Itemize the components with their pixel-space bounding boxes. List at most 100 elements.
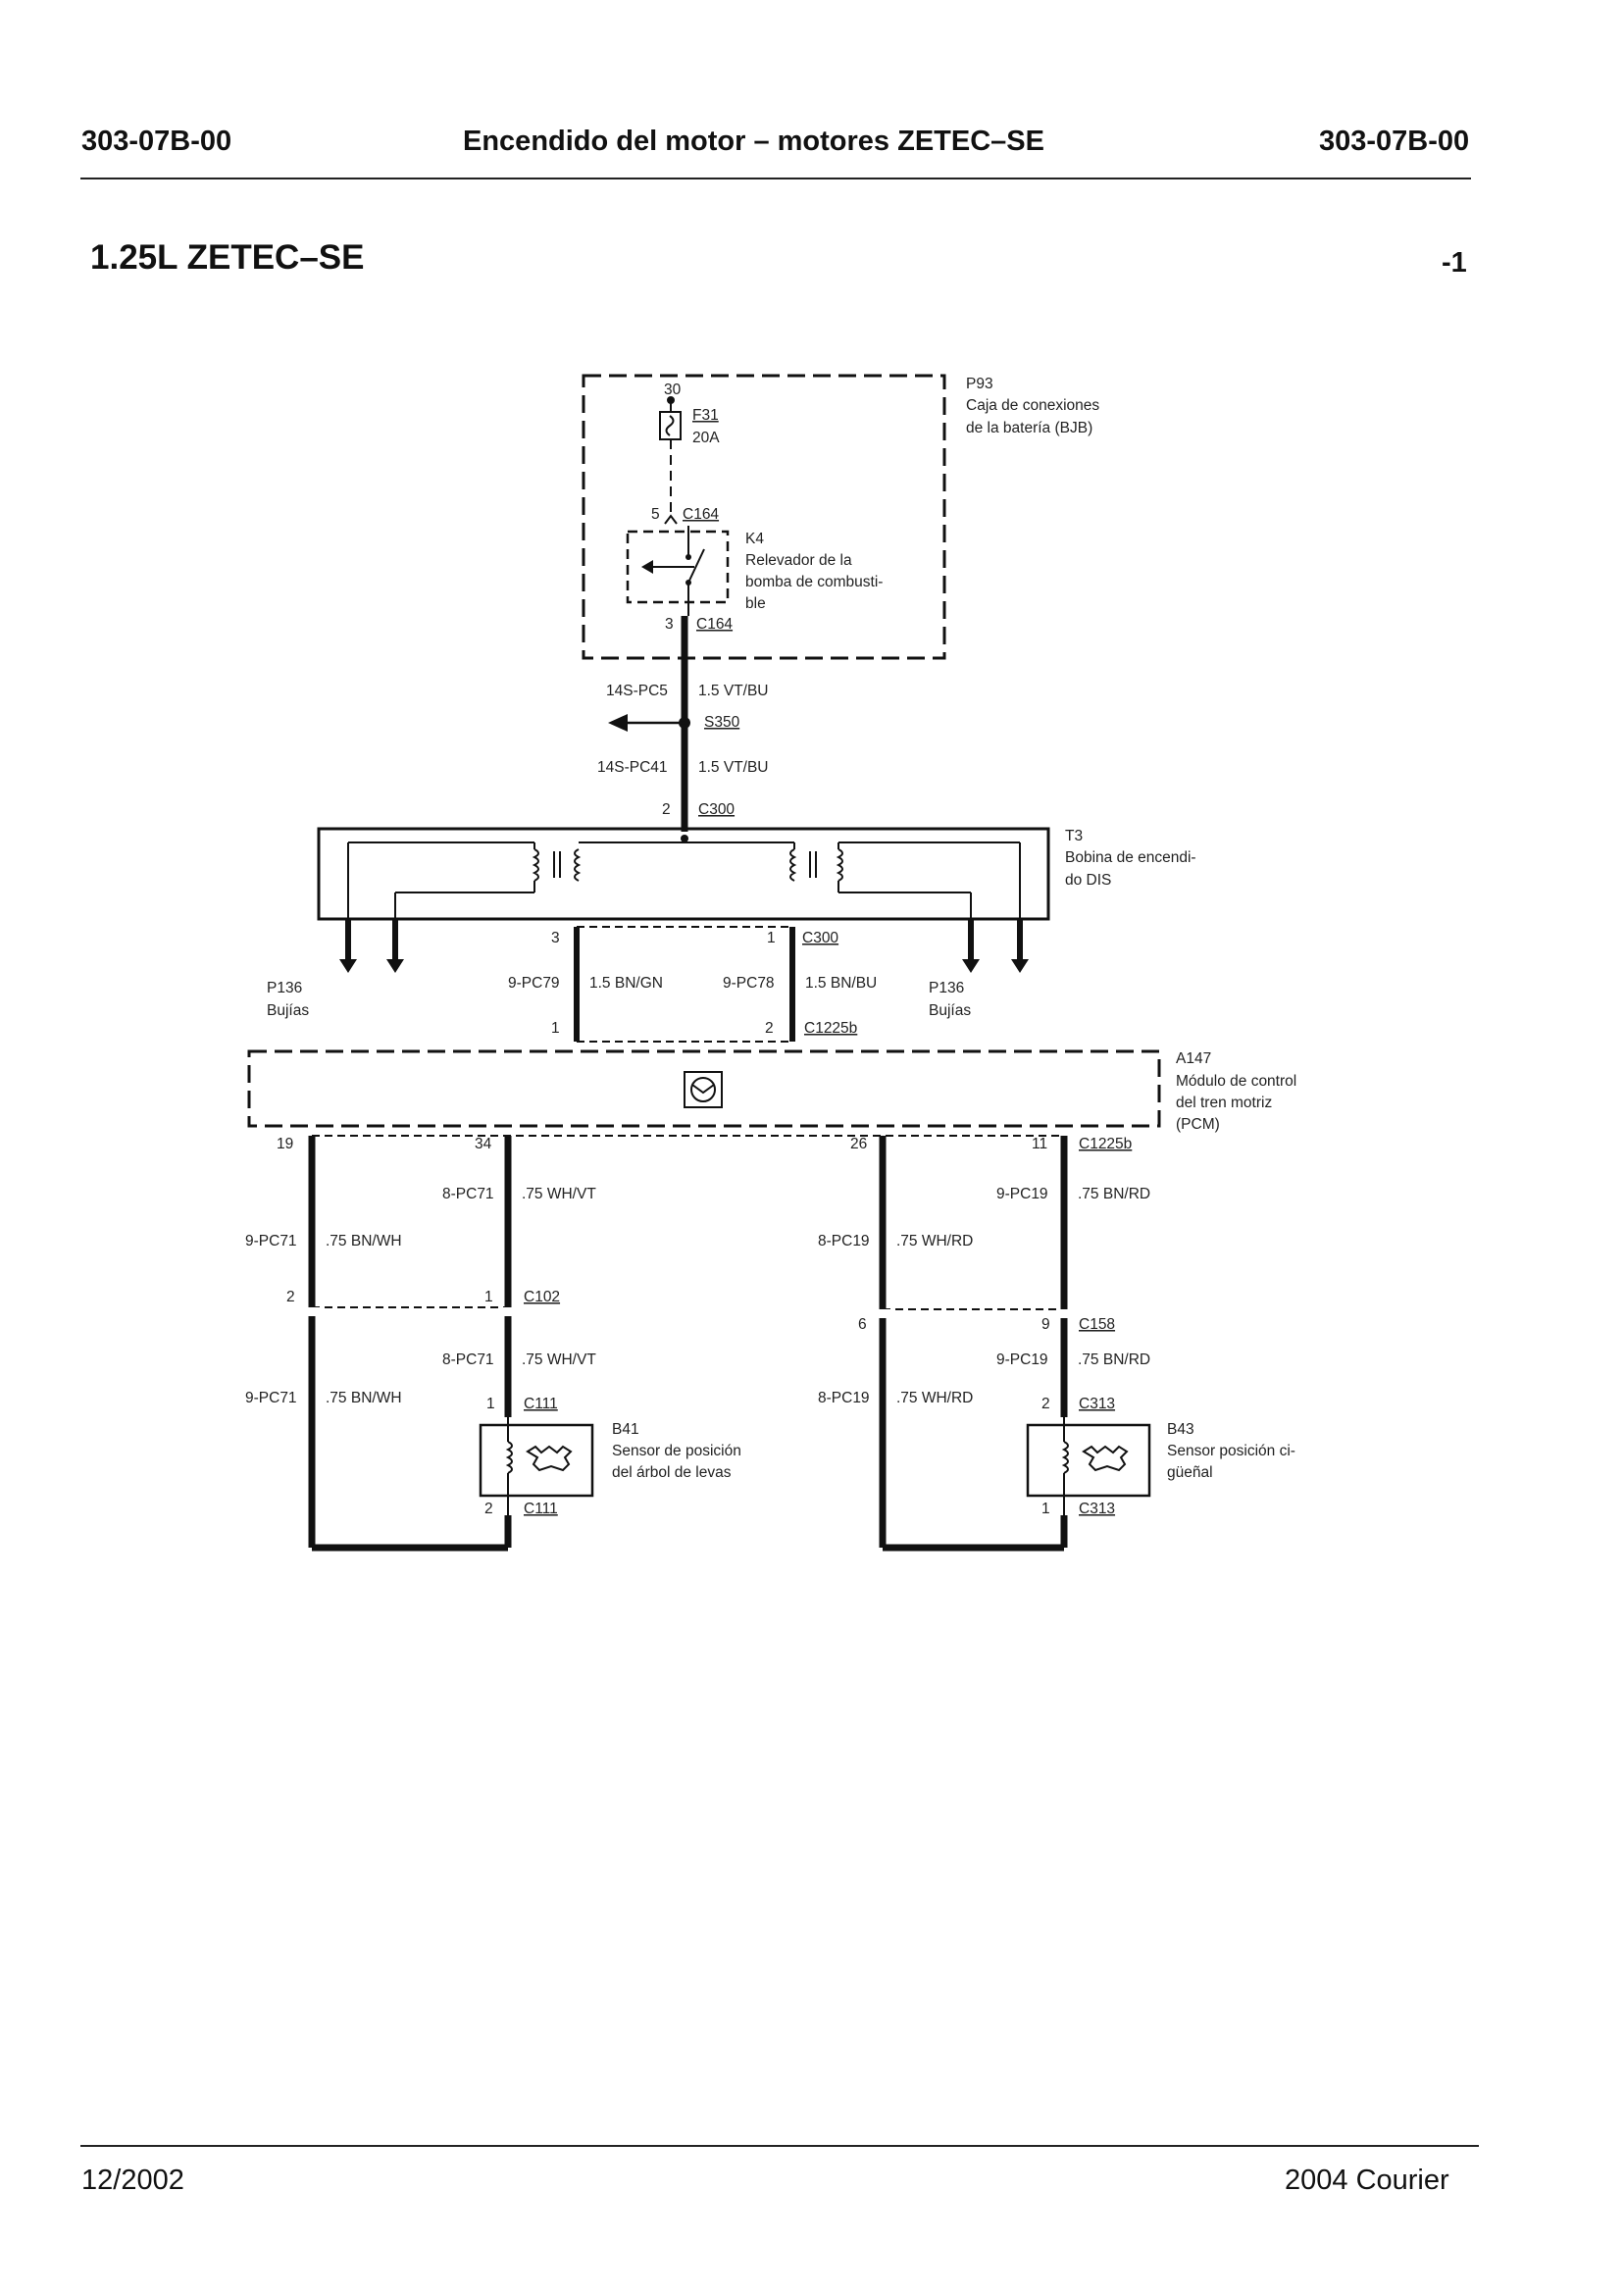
c158-pin-6: 6 (858, 1316, 867, 1333)
relay-label-1: Relevador de la (745, 552, 852, 569)
c111-bottom: C111 (524, 1501, 558, 1517)
pcm-conn-bottom: C1225b (1079, 1136, 1132, 1152)
crank-sensor-ref: B43 (1167, 1421, 1194, 1438)
splice-label: S350 (704, 714, 740, 731)
wire-9-pc78-spec: 1.5 BN/BU (805, 975, 877, 992)
c158-pin-9: 9 (1041, 1316, 1050, 1333)
bjb-pin-30: 30 (664, 382, 682, 398)
c102-label: C102 (524, 1289, 560, 1305)
coil-pin-3: 3 (551, 930, 560, 946)
pcm-pin-2: 2 (765, 1020, 774, 1037)
plugs-left-ref: P136 (267, 980, 302, 996)
relay-pin-5: 5 (651, 506, 660, 523)
crank-sensor-label-1: Sensor posición ci- (1167, 1443, 1295, 1459)
spark-plug-arrows-right-icon (962, 919, 1029, 973)
c313-bottom: C313 (1079, 1501, 1115, 1517)
c102-pin-1: 1 (484, 1289, 493, 1305)
bjb-label-1: Caja de conexiones (966, 397, 1099, 414)
c158-label: C158 (1079, 1316, 1115, 1333)
coil-ref: T3 (1065, 828, 1083, 844)
wire-9-pc71-spec-b: .75 BN/WH (326, 1390, 402, 1406)
c111-pin-2: 2 (484, 1501, 493, 1517)
wire-8-pc19-spec: .75 WH/RD (896, 1233, 973, 1249)
c102-pin-2: 2 (286, 1289, 295, 1305)
cam-sensor-icon (505, 1417, 573, 1515)
pcm-label-3: (PCM) (1176, 1116, 1220, 1133)
coil-winding-left-icon (394, 842, 582, 927)
pcm-ref: A147 (1176, 1050, 1211, 1067)
wire-supply-circuit-2: 14S-PC41 (597, 759, 668, 776)
relay-ref: K4 (745, 531, 764, 547)
wire-8-pc19-spec-b: .75 WH/RD (896, 1390, 973, 1406)
crank-sensor-icon (1061, 1417, 1129, 1515)
pcm-pin-11: 11 (1032, 1136, 1047, 1152)
coil-conn-top: C300 (698, 801, 735, 818)
header-code-left: 303-07B-00 (81, 126, 232, 157)
pcm-module-icon (684, 1071, 723, 1108)
section-title: 1.25L ZETEC–SE (90, 238, 365, 277)
wire-9-pc19-spec: .75 BN/RD (1078, 1186, 1150, 1202)
coil-pin-1: 1 (767, 930, 776, 946)
fuse-rating: 20A (692, 430, 720, 446)
header-title: Encendido del motor – motores ZETEC–SE (463, 126, 1044, 157)
wire-8-pc71-circuit-b: 8-PC71 (442, 1351, 494, 1368)
relay-conn-bottom: C164 (696, 616, 733, 633)
connector-arrow (664, 514, 678, 525)
pcm-pin-19: 19 (277, 1136, 293, 1152)
wire-8-pc71-spec-b: .75 WH/VT (522, 1351, 596, 1368)
pcm-pin-26: 26 (850, 1136, 867, 1152)
bjb-box (582, 374, 946, 660)
plugs-right-name: Bujías (929, 1002, 971, 1019)
pcm-pin-34: 34 (475, 1136, 492, 1152)
wire-supply-spec-1: 1.5 VT/BU (698, 683, 769, 699)
footer-model: 2004 Courier (1285, 2165, 1449, 2196)
spark-plug-arrows-left-icon (339, 919, 404, 973)
wire-8-pc19-circuit-b: 8-PC19 (818, 1390, 870, 1406)
c313-pin-2: 2 (1041, 1396, 1050, 1412)
plugs-right-ref: P136 (929, 980, 964, 996)
wire-9-pc71-spec: .75 BN/WH (326, 1233, 402, 1249)
wire-8-pc71-spec: .75 WH/VT (522, 1186, 596, 1202)
wire-8-pc71-circuit: 8-PC71 (442, 1186, 494, 1202)
c111-top: C111 (524, 1396, 558, 1412)
footer-rule (80, 2145, 1479, 2147)
cam-sensor-ref: B41 (612, 1421, 639, 1438)
relay-label-2: bomba de combusti- (745, 574, 883, 590)
c313-top: C313 (1079, 1396, 1115, 1412)
wire-9-pc79-spec: 1.5 BN/GN (589, 975, 663, 992)
bjb-ref: P93 (966, 376, 993, 392)
cam-sensor-label-1: Sensor de posición (612, 1443, 741, 1459)
pcm-pin-1: 1 (551, 1020, 560, 1037)
pcm-label-1: Módulo de control (1176, 1073, 1296, 1090)
wire-supply-circuit-1: 14S-PC5 (606, 683, 668, 699)
pcm-label-2: del tren motriz (1176, 1095, 1272, 1111)
relay-conn-top: C164 (683, 506, 719, 523)
wire-9-pc19-spec-b: .75 BN/RD (1078, 1351, 1150, 1368)
crank-sensor-box (1026, 1423, 1151, 1498)
wire-9-pc79-circuit: 9-PC79 (508, 975, 560, 992)
coil-conn-bottom: C300 (802, 930, 838, 946)
page-number: -1 (1442, 247, 1467, 279)
crank-sensor-label-2: güeñal (1167, 1464, 1213, 1481)
coil-pin-2: 2 (662, 801, 671, 818)
header-code-right: 303-07B-00 (1319, 126, 1470, 157)
wire-9-pc71-circuit: 9-PC71 (245, 1233, 297, 1249)
relay-pin-3: 3 (665, 616, 674, 633)
wire-9-pc78-circuit: 9-PC78 (723, 975, 775, 992)
footer-date: 12/2002 (81, 2165, 184, 2196)
coil-label-1: Bobina de encendi- (1065, 849, 1196, 866)
relay-box (626, 530, 730, 604)
relay-switch-icon (641, 526, 705, 616)
coil-winding-right-icon (789, 842, 972, 927)
wire-9-pc19-circuit: 9-PC19 (996, 1186, 1048, 1202)
c111-pin-1: 1 (486, 1396, 495, 1412)
splice-arrow-icon (608, 714, 628, 732)
bjb-label-2: de la batería (BJB) (966, 420, 1092, 436)
coil-box (317, 827, 1050, 921)
cam-sensor-box (479, 1423, 594, 1498)
coil-label-2: do DIS (1065, 872, 1111, 889)
wire-8-pc19-circuit: 8-PC19 (818, 1233, 870, 1249)
pcm-box (247, 1049, 1161, 1128)
c313-pin-1: 1 (1041, 1501, 1050, 1517)
